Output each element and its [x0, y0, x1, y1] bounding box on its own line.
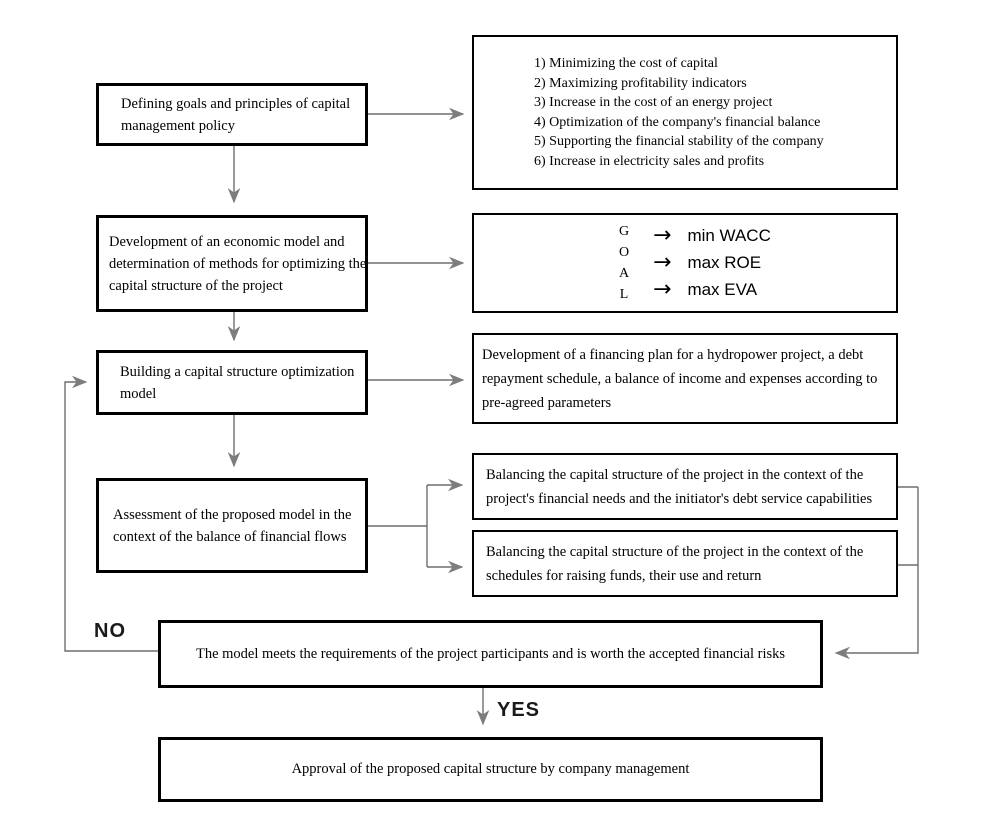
box-line: Defining goals and principles of capital — [121, 95, 351, 112]
goal-letter: A — [618, 266, 630, 281]
box-building-model: Building a capital structure optimizatio… — [96, 350, 368, 415]
goal-list-item: 4) Optimization of the company's financi… — [534, 114, 821, 130]
goal-row: → max ROE — [653, 250, 771, 277]
box-line: context of the balance of financial flow… — [113, 528, 347, 545]
box-line: Balancing the capital structure of the p… — [486, 543, 864, 560]
box-economic-model: Development of an economic model and det… — [96, 215, 368, 312]
box-line: Development of a financing plan for a hy… — [482, 346, 864, 363]
goal-acronym: G O A L — [615, 221, 633, 305]
box-line: Development of an economic model and — [109, 233, 345, 250]
box-assessment: Assessment of the proposed model in the … — [96, 478, 368, 573]
box-line: schedules for raising funds, their use a… — [486, 567, 762, 584]
goal-letter: L — [619, 287, 629, 302]
goal-list-item: 2) Maximizing profitability indicators — [534, 75, 747, 91]
box-line: Assessment of the proposed model in the — [113, 506, 352, 523]
right-arrow-icon: → — [653, 223, 672, 248]
goal-list-item: 6) Increase in electricity sales and pro… — [534, 153, 765, 169]
box-line: project's financial needs and the initia… — [486, 490, 873, 507]
box-goal-targets: G O A L → min WACC → max ROE → max EVA — [472, 213, 898, 313]
goal-letter: O — [618, 245, 630, 260]
no-label: NO — [94, 620, 126, 642]
goal-row: → max EVA — [653, 277, 771, 304]
box-line: pre-agreed parameters — [482, 394, 612, 411]
box-balancing-needs: Balancing the capital structure of the p… — [472, 453, 898, 520]
goal-list-item: 1) Minimizing the cost of capital — [534, 56, 718, 71]
box-line: determination of methods for optimizing … — [109, 255, 367, 272]
box-decision: The model meets the requirements of the … — [158, 620, 823, 688]
yes-label: YES — [497, 699, 541, 721]
goal-letter: G — [618, 224, 630, 239]
box-line: management policy — [121, 117, 235, 134]
decision-text: The model meets the requirements of the … — [195, 645, 786, 662]
goal-list-item: 5) Supporting the financial stability of… — [534, 134, 824, 149]
box-financing-plan: Development of a financing plan for a hy… — [472, 333, 898, 424]
goal-target-rows: → min WACC → max ROE → max EVA — [653, 223, 771, 304]
goal-row: → min WACC — [653, 223, 771, 250]
approval-text: Approval of the proposed capital structu… — [291, 761, 690, 777]
arrow-collector-to-decision — [834, 487, 919, 660]
goal-group: G O A L → min WACC → max ROE → max EVA — [615, 221, 896, 305]
goal-list-item: 3) Increase in the cost of an energy pro… — [534, 95, 773, 110]
box-balancing-schedules: Balancing the capital structure of the p… — [472, 530, 898, 597]
goal-target-label: max EVA — [687, 280, 758, 299]
box-goal-list: 1) Minimizing the cost of capital 2) Max… — [472, 35, 898, 190]
box-line: capital structure of the project — [109, 277, 283, 294]
box-line: Balancing the capital structure of the p… — [486, 466, 864, 483]
box-line: model — [120, 385, 157, 402]
box-defining-goals: Defining goals and principles of capital… — [96, 83, 368, 146]
goal-target-label: max ROE — [687, 253, 762, 272]
arrow-no-feedback — [64, 375, 158, 652]
goal-target-label: min WACC — [687, 226, 771, 245]
box-line: repayment schedule, a balance of income … — [482, 370, 878, 387]
right-arrow-icon: → — [653, 250, 672, 275]
box-line: Building a capital structure optimizatio… — [120, 363, 355, 380]
box-approval: Approval of the proposed capital structu… — [158, 737, 823, 802]
right-arrow-icon: → — [653, 277, 672, 302]
